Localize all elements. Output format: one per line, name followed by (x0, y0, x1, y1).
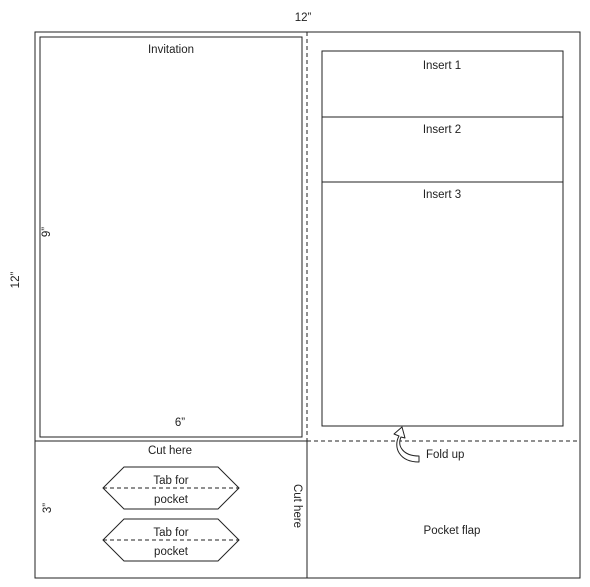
insert-2-label: Insert 2 (423, 124, 461, 136)
tab-2-line2: pocket (154, 546, 189, 558)
invitation-width-label: 6” (175, 417, 185, 429)
fold-up-label: Fold up (426, 449, 464, 461)
flap-height-label: 3” (42, 503, 54, 513)
invitation-panel (39, 36, 303, 438)
insert-3-card (321, 181, 564, 427)
pocket-flap-label: Pocket flap (424, 525, 481, 537)
tab-1-line1: Tab for (153, 475, 188, 487)
top-width-label: 12” (295, 12, 312, 24)
insert-3-label: Insert 3 (423, 189, 461, 201)
insert-1-label: Insert 1 (423, 60, 461, 72)
tab-2-line1: Tab for (153, 527, 188, 539)
invitation-height-label: 9” (41, 227, 53, 237)
cut-here-vertical-label: Cut here (291, 484, 303, 528)
cut-here-horizontal-label: Cut here (148, 445, 192, 457)
left-height-label: 12” (10, 272, 22, 289)
tab-1-line2: pocket (154, 494, 189, 506)
fold-up-arrow-icon (393, 426, 420, 463)
invitation-label: Invitation (148, 44, 194, 56)
